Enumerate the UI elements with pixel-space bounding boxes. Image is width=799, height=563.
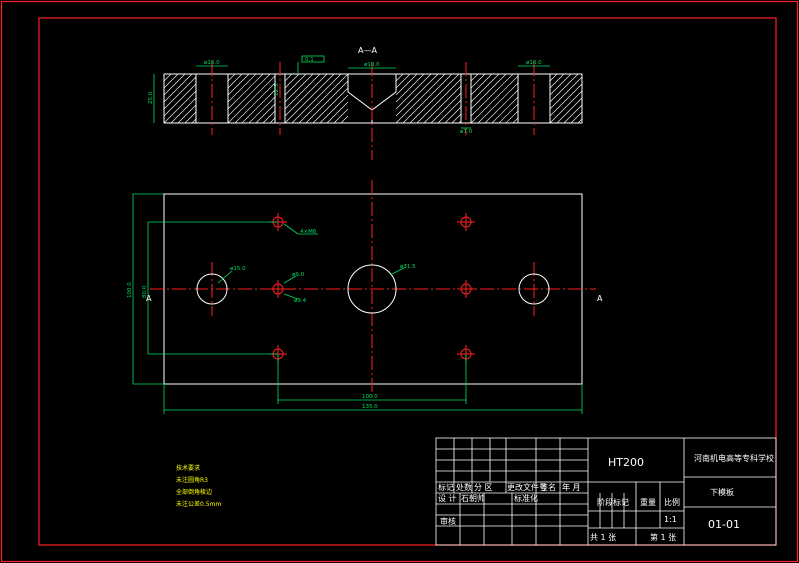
scale-label: 比例 <box>664 497 680 507</box>
dim-hole-mid-a: ø9.0 <box>292 272 305 278</box>
section-view <box>153 55 583 160</box>
tolerance-flag: 0.1 <box>305 57 314 63</box>
dim-small-bore: ø7.0 <box>460 129 473 135</box>
part-name: 下模板 <box>710 487 734 497</box>
review-label: 审核 <box>440 516 456 526</box>
notes-line-3: 未注公差0.5mm <box>176 500 221 508</box>
hatching <box>163 73 583 124</box>
title-block <box>435 437 777 546</box>
standardization-label: 标准化 <box>514 493 538 503</box>
dim-left-inner: 80.0 <box>142 285 148 298</box>
section-mark-right: A <box>597 294 603 303</box>
inner-border <box>38 17 777 546</box>
dim-bottom-outer: 135.0 <box>362 404 378 410</box>
stage-label: 阶段标记 <box>597 497 629 507</box>
plan-view <box>132 180 596 414</box>
designer-name: 石朝帅 <box>461 493 485 503</box>
dim-left-outer: 100.0 <box>127 282 133 298</box>
dim-top-left: ø16.0 <box>204 60 220 66</box>
dim-top-right: ø16.0 <box>526 60 542 66</box>
dim-thickness: 25.0 <box>148 91 154 104</box>
notes-line-2: 全部倒角棱边 <box>176 488 212 496</box>
dim-center-hole: ø31.5 <box>400 264 416 270</box>
dim-hole-mid-b: ø9.4 <box>294 298 307 304</box>
scale-value: 1:1 <box>664 515 677 524</box>
header-change-doc: 更改文件号 <box>507 482 547 492</box>
notes-heading: 技术要求 <box>176 464 200 472</box>
header-count: 处数 <box>456 482 472 492</box>
dim-tapped-holes: 4×M6 <box>300 229 317 235</box>
dim-top-center: ø10.0 <box>364 62 380 68</box>
notes-line-1: 未注圆角R3 <box>176 476 208 484</box>
section-title: A—A <box>358 46 377 55</box>
header-mark: 标记 <box>438 482 454 492</box>
header-date: 年 月 <box>562 482 581 492</box>
dim-step: 12.5 <box>274 83 280 96</box>
sheet-number: 第 1 张 <box>650 532 676 542</box>
header-sign: 签名 <box>540 482 556 492</box>
school-name: 河南机电高等专科学校 <box>694 453 774 463</box>
dim-bottom-inner: 100.0 <box>362 394 378 400</box>
sheets-total: 共 1 张 <box>590 533 616 542</box>
header-zone: 分 区 <box>474 483 493 492</box>
drawing-number: 01-01 <box>708 518 740 531</box>
weight-label: 重量 <box>640 497 656 507</box>
section-mark-left: A <box>146 294 152 303</box>
material: HT200 <box>608 456 644 469</box>
dim-hole-left: ø15.0 <box>230 266 246 272</box>
designer-label: 设 计 <box>438 493 457 503</box>
